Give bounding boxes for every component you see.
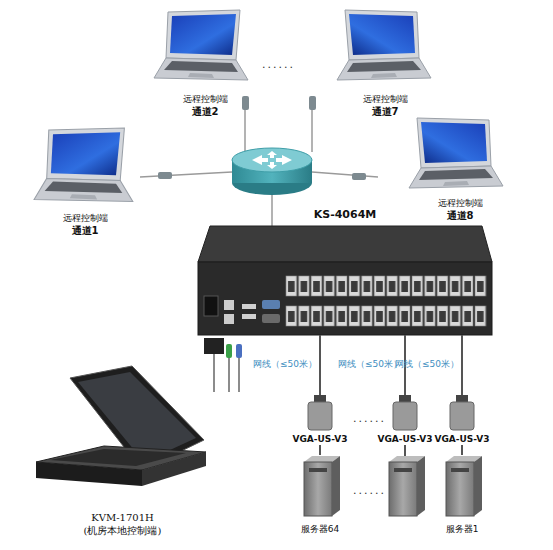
cable-label: 网线（≤50米）: [253, 358, 317, 371]
ellipsis-label: ......: [353, 412, 386, 425]
node-label: 通道2: [192, 106, 219, 119]
node-label: 通道7: [372, 106, 399, 119]
rack-console: [36, 366, 206, 486]
node-label: VGA-US-V3: [434, 434, 489, 445]
cable-line: [461, 335, 463, 395]
ellipsis-label: ......: [262, 58, 295, 71]
cable-line: [319, 335, 321, 395]
node-label: 服务器1: [446, 524, 479, 535]
router-icon: [232, 148, 312, 195]
adapter-node: VGA-US-V3: [434, 395, 490, 445]
laptop-node: 远程控制端通道1: [25, 125, 145, 237]
kvm-switch-node: KS-4064M: [195, 208, 495, 335]
server-tower: [304, 456, 482, 516]
node-label: VGA-US-V3: [292, 434, 347, 445]
node-label: (机房本地控制端): [84, 525, 162, 538]
network-cable: [140, 96, 378, 226]
cable-label: 网线（≤50米）: [395, 358, 459, 371]
cable-plug: [158, 96, 366, 180]
cable-label: 网线（≤50米）: [338, 358, 402, 371]
node-label: 通道8: [447, 210, 474, 223]
kvm-switch: [198, 226, 492, 335]
console-cable: [204, 338, 242, 392]
laptop-node: 远程控制端通道8: [405, 118, 515, 222]
vga-adapter: [308, 395, 474, 430]
node-label: KVM-1701H: [91, 512, 153, 525]
console-node: KVM-1701H(机房本地控制端): [35, 365, 210, 537]
adapter-node: VGA-US-V3: [290, 395, 350, 445]
node-label: 服务器64: [301, 524, 339, 535]
laptop-icon: [34, 10, 503, 202]
node-label: 远程控制端: [363, 94, 408, 105]
cable-line: [319, 445, 321, 455]
ellipsis-label: ......: [353, 484, 386, 497]
server-node: 服务器64: [288, 455, 352, 535]
server-node: 服务器1: [430, 455, 494, 535]
node-label: 通道1: [72, 225, 99, 238]
node-label: KS-4064M: [314, 208, 377, 222]
cable-line: [461, 445, 463, 455]
node-label: VGA-US-V3: [377, 434, 432, 445]
node-label: 远程控制端: [63, 213, 108, 224]
node-label: 远程控制端: [438, 198, 483, 209]
node-label: 远程控制端: [183, 94, 228, 105]
laptop-node: 远程控制端通道7: [330, 8, 440, 118]
laptop-node: 远程控制端通道2: [150, 8, 260, 118]
